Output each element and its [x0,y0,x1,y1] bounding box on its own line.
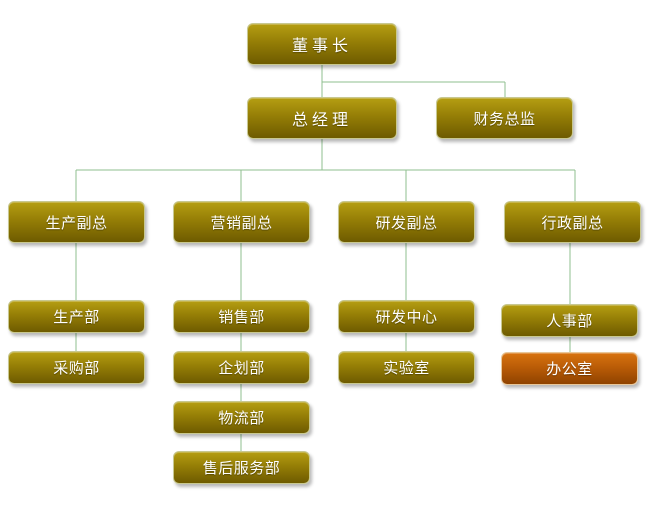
node-vp-admin: 行政副总 [504,201,641,243]
node-dept-hr: 人事部 [501,304,638,337]
node-dept-laboratory: 实验室 [338,351,475,384]
node-finance-director: 财务总监 [436,97,573,139]
node-vp-rnd: 研发副总 [338,201,475,243]
node-dept-planning: 企划部 [173,351,310,384]
node-dept-production: 生产部 [8,300,145,333]
node-dept-logistics: 物流部 [173,401,310,434]
node-general-manager: 总经理 [247,97,397,139]
node-vp-marketing: 营销副总 [173,201,310,243]
node-vp-production: 生产副总 [8,201,145,243]
node-dept-purchasing: 采购部 [8,351,145,384]
node-dept-sales: 销售部 [173,300,310,333]
node-chairman: 董事长 [247,23,397,65]
node-dept-after-sales: 售后服务部 [173,451,310,484]
node-dept-office: 办公室 [501,352,638,385]
node-dept-rnd-center: 研发中心 [338,300,475,333]
